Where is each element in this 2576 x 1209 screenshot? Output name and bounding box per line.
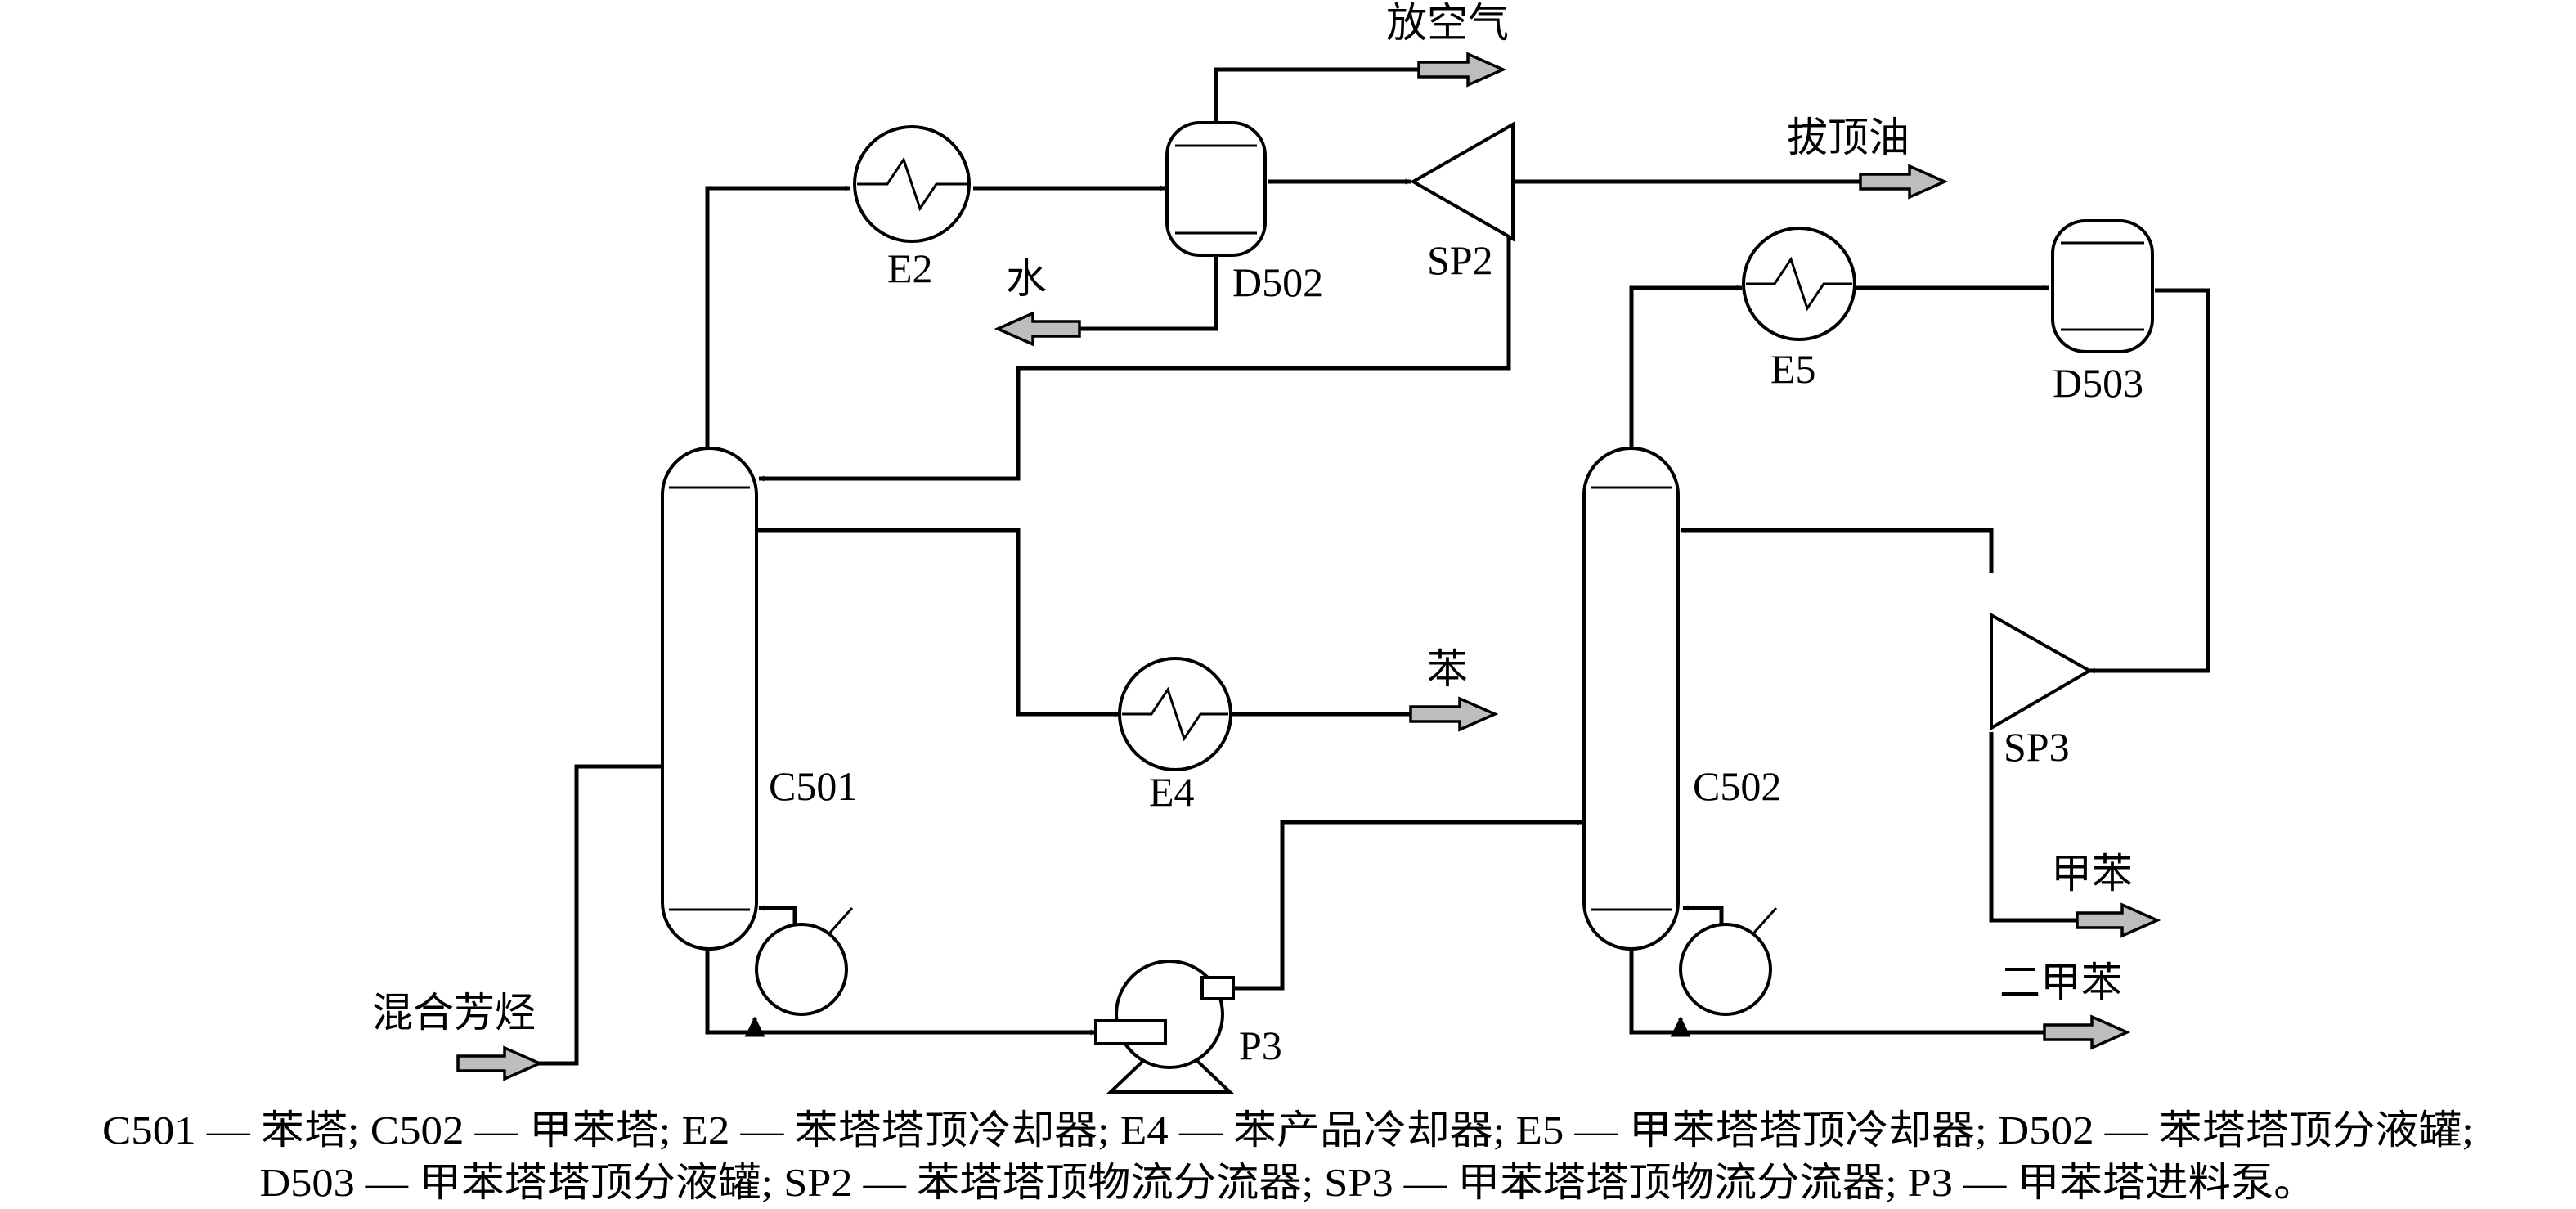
label-sp2: SP2 (1427, 237, 1493, 283)
column-c501 (661, 447, 758, 951)
heat-exchanger-e4 (1118, 657, 1232, 771)
caption-line-2: D503 — 甲苯塔塔顶分液罐; SP2 — 苯塔塔顶物流分流器; SP3 — … (260, 1160, 2317, 1205)
label-d502: D502 (1232, 259, 1323, 305)
xylene-stream-arrow (2043, 1014, 2131, 1050)
line-sp2-reflux-to-c501 (758, 229, 1511, 482)
caption-line-1: C501 — 苯塔; C502 — 甲苯塔; E2 — 苯塔塔顶冷却器; E4 … (102, 1108, 2474, 1153)
line-c501-bottom-to-reboiler (705, 949, 765, 1037)
benzene-stream-arrow (1409, 696, 1499, 732)
toluene-stream-arrow (2076, 902, 2161, 938)
water-stream-arrow (994, 311, 1081, 347)
line-d503-to-sp3 (2089, 288, 2210, 674)
reboiler-c501 (755, 906, 854, 1016)
label-sp3: SP3 (2004, 724, 2070, 770)
label-xylene: 二甲苯 (1999, 960, 2122, 1005)
line-sp3-reflux-to-c502 (1680, 527, 1994, 573)
label-top-oil: 拔顶油 (1787, 115, 1910, 160)
line-d502-to-water (1079, 254, 1218, 331)
label-feed: 混合芳烃 (372, 990, 536, 1036)
heat-exchanger-e5 (1742, 227, 1856, 341)
top-oil-stream-arrow (1859, 164, 1949, 200)
label-e2: E2 (887, 245, 933, 291)
label-vent: 放空气 (1386, 0, 1509, 46)
label-d503: D503 (2053, 360, 2143, 406)
line-c502-bottom-to-reboiler (1629, 949, 1691, 1037)
line-sp3-to-toluene (1989, 732, 2077, 923)
heat-exchanger-e2 (853, 125, 971, 243)
drum-d503 (2051, 219, 2154, 353)
label-c502: C502 (1693, 763, 1781, 809)
line-feed-to-c501 (536, 764, 662, 1066)
drum-d502 (1165, 121, 1267, 257)
line-c501-top-to-e2 (705, 185, 851, 454)
label-p3: P3 (1239, 1022, 1282, 1068)
pump-p3 (1094, 960, 1235, 1094)
column-c502 (1582, 447, 1680, 951)
vent-stream-arrow (1417, 52, 1507, 88)
splitter-sp2 (1409, 121, 1515, 242)
splitter-sp3 (1990, 612, 2094, 731)
label-e4: E4 (1149, 769, 1195, 815)
label-toluene: 甲苯 (2051, 851, 2133, 897)
reboiler-c502 (1679, 906, 1778, 1016)
feed-stream-arrow (456, 1045, 544, 1081)
label-water: 水 (1006, 256, 1047, 302)
label-benzene: 苯 (1427, 646, 1468, 692)
label-e5: E5 (1770, 346, 1816, 392)
line-c501-side-to-e4 (756, 528, 1121, 717)
line-p3-to-c502 (1231, 819, 1583, 991)
label-c501: C501 (769, 763, 857, 809)
line-c502-top-to-e5 (1629, 285, 1743, 448)
line-d502-to-vent (1214, 67, 1419, 131)
